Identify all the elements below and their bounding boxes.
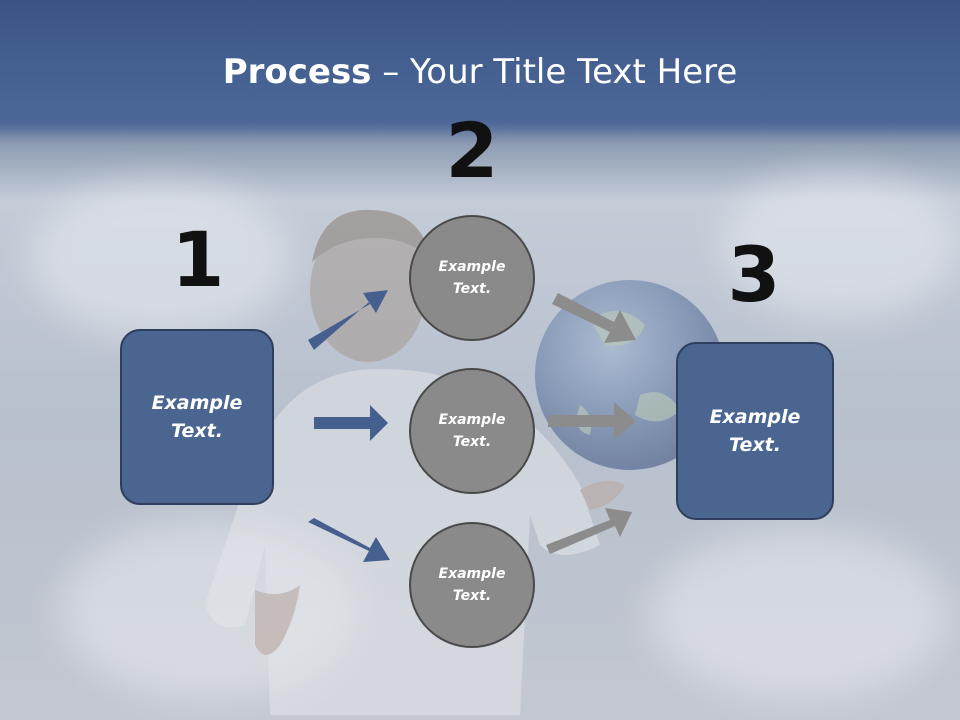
title-band [0,0,960,135]
step-3-box: Example Text. [676,342,834,520]
arrow-right-up-icon [308,290,388,350]
step-number-2: 2 [445,106,499,195]
arrow-right-down-icon [308,518,390,562]
step-1-box-text: Example Text. [151,391,243,443]
step-1-box: Example Text. [120,329,274,505]
background-cloud [650,530,950,700]
arrow-right-icon [548,402,636,440]
circle-text: Example Text. [438,258,506,297]
arrow-right-icon [314,405,388,441]
step-number-1: 1 [171,215,225,304]
title-bold: Process [222,52,372,92]
step-2-circle-top: Example Text. [409,215,535,341]
background-cloud [720,170,960,320]
slide-title: Process – Your Title Text Here [0,52,960,92]
step-2-circle-middle: Example Text. [409,368,535,494]
title-rest: – Your Title Text Here [371,52,738,92]
circle-text: Example Text. [438,411,506,450]
step-number-3: 3 [727,230,781,319]
step-2-circle-bottom: Example Text. [409,522,535,648]
arrow-right-up-icon [546,508,632,554]
step-3-box-text: Example Text. [709,405,801,457]
arrow-right-down-icon [552,293,636,343]
circle-text: Example Text. [438,565,506,604]
background-cloud [30,180,290,340]
